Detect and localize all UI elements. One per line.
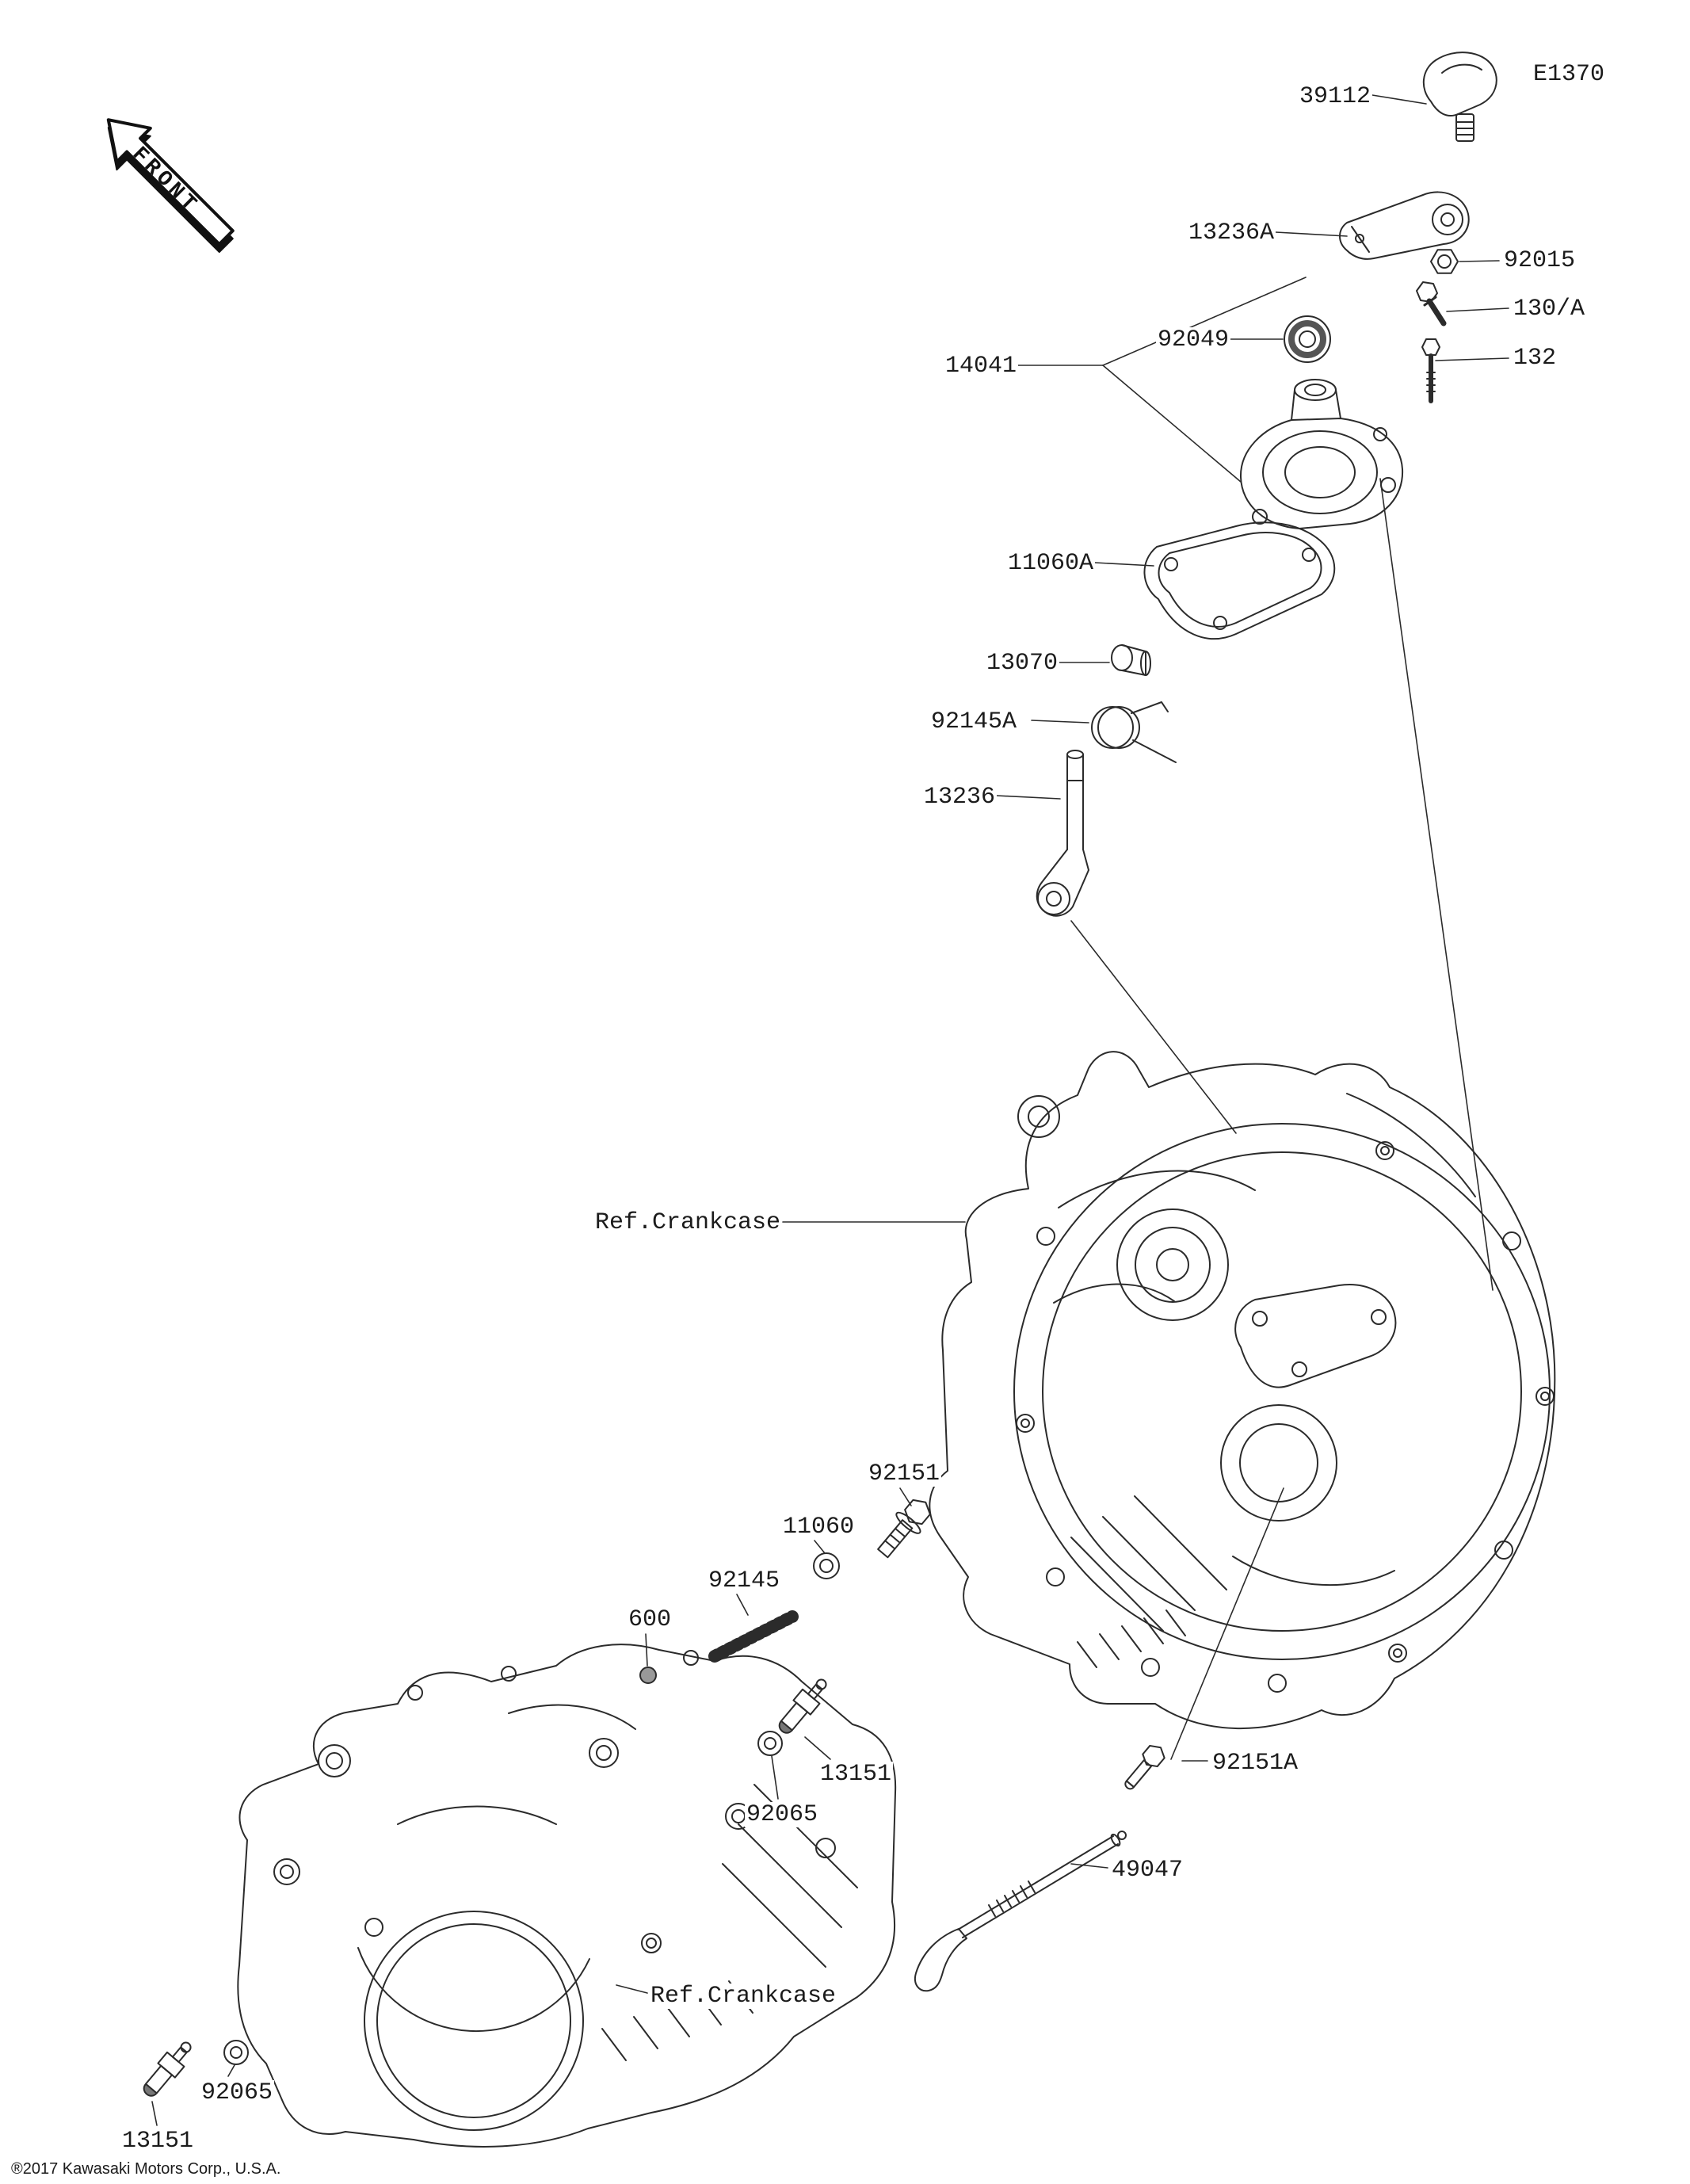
part-drawing-130a: [1416, 281, 1447, 326]
part-drawing-92065-mid: [757, 1731, 783, 1756]
part-label-92145: 92145: [707, 1567, 782, 1594]
part-drawing-39112: [1422, 52, 1497, 142]
part-label-92065-bottom: 92065: [200, 2079, 275, 2106]
page-code-label: E1370: [1532, 61, 1607, 88]
part-drawing-13151-bottom: [143, 2041, 192, 2097]
part-label-130a: 130/A: [1512, 296, 1587, 323]
part-drawing-11060: [813, 1552, 840, 1579]
part-label-49047: 49047: [1110, 1857, 1185, 1884]
part-drawing-92151: [877, 1499, 931, 1559]
part-drawing-92145a: [1091, 701, 1177, 763]
part-label-14041: 14041: [944, 353, 1019, 380]
part-drawing-49047: [914, 1831, 1127, 1992]
ref-crankcase-lower-label: Ref.Crankcase: [649, 1983, 838, 2010]
part-label-11060: 11060: [781, 1514, 856, 1541]
part-label-92015: 92015: [1502, 247, 1577, 274]
part-label-39112: 39112: [1298, 83, 1373, 110]
part-drawing-92065-bottom: [223, 2040, 249, 2065]
part-drawing-13236: [1036, 750, 1089, 917]
part-label-132: 132: [1512, 345, 1558, 372]
part-label-92145a: 92145A: [929, 708, 1019, 735]
front-arrow-icon: FRONT: [106, 118, 235, 254]
crankcase-lower-drawing: [237, 1644, 897, 2148]
part-drawing-600: [639, 1667, 657, 1684]
part-label-92065-mid: 92065: [745, 1801, 820, 1828]
part-label-13236: 13236: [922, 784, 998, 811]
part-label-92049: 92049: [1156, 326, 1231, 353]
part-label-13151-bottom: 13151: [120, 2128, 196, 2155]
ref-crankcase-upper-label: Ref.Crankcase: [593, 1209, 783, 1236]
part-drawing-13236a: [1339, 191, 1470, 260]
part-label-92151a: 92151A: [1211, 1750, 1300, 1777]
part-drawing-14041: [1239, 379, 1404, 529]
part-drawing-132: [1421, 338, 1440, 403]
part-label-13151-mid: 13151: [818, 1761, 894, 1788]
part-drawing-92049: [1284, 315, 1331, 363]
part-label-13070: 13070: [985, 650, 1060, 677]
part-drawing-11060a: [1143, 521, 1336, 640]
part-drawing-92145: [708, 1610, 799, 1663]
part-label-600: 600: [627, 1606, 673, 1633]
copyright-notice: ®2017 Kawasaki Motors Corp., U.S.A.: [11, 2160, 281, 2178]
part-drawing-92015: [1430, 249, 1459, 274]
leader-lines: [151, 94, 1509, 2126]
front-arrow-text: FRONT: [127, 143, 203, 219]
part-drawing-13070: [1111, 644, 1151, 676]
part-label-11060a: 11060A: [1006, 550, 1096, 577]
part-label-13236a: 13236A: [1187, 220, 1276, 246]
part-drawing-92151a: [1124, 1744, 1165, 1790]
part-label-92151: 92151: [867, 1460, 942, 1487]
crankcase-upper-drawing: [929, 1051, 1556, 1729]
part-drawing-13151-mid: [778, 1678, 827, 1734]
